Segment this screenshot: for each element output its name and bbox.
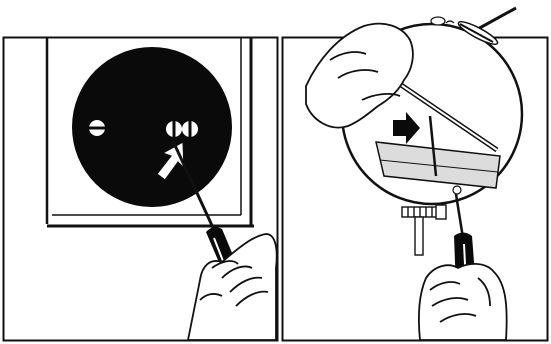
small-screw-icon bbox=[431, 17, 454, 25]
screw-head-right bbox=[453, 186, 461, 194]
left-panel bbox=[4, 38, 278, 341]
right-panel bbox=[283, 8, 548, 341]
hand-bottom-right bbox=[419, 264, 507, 340]
